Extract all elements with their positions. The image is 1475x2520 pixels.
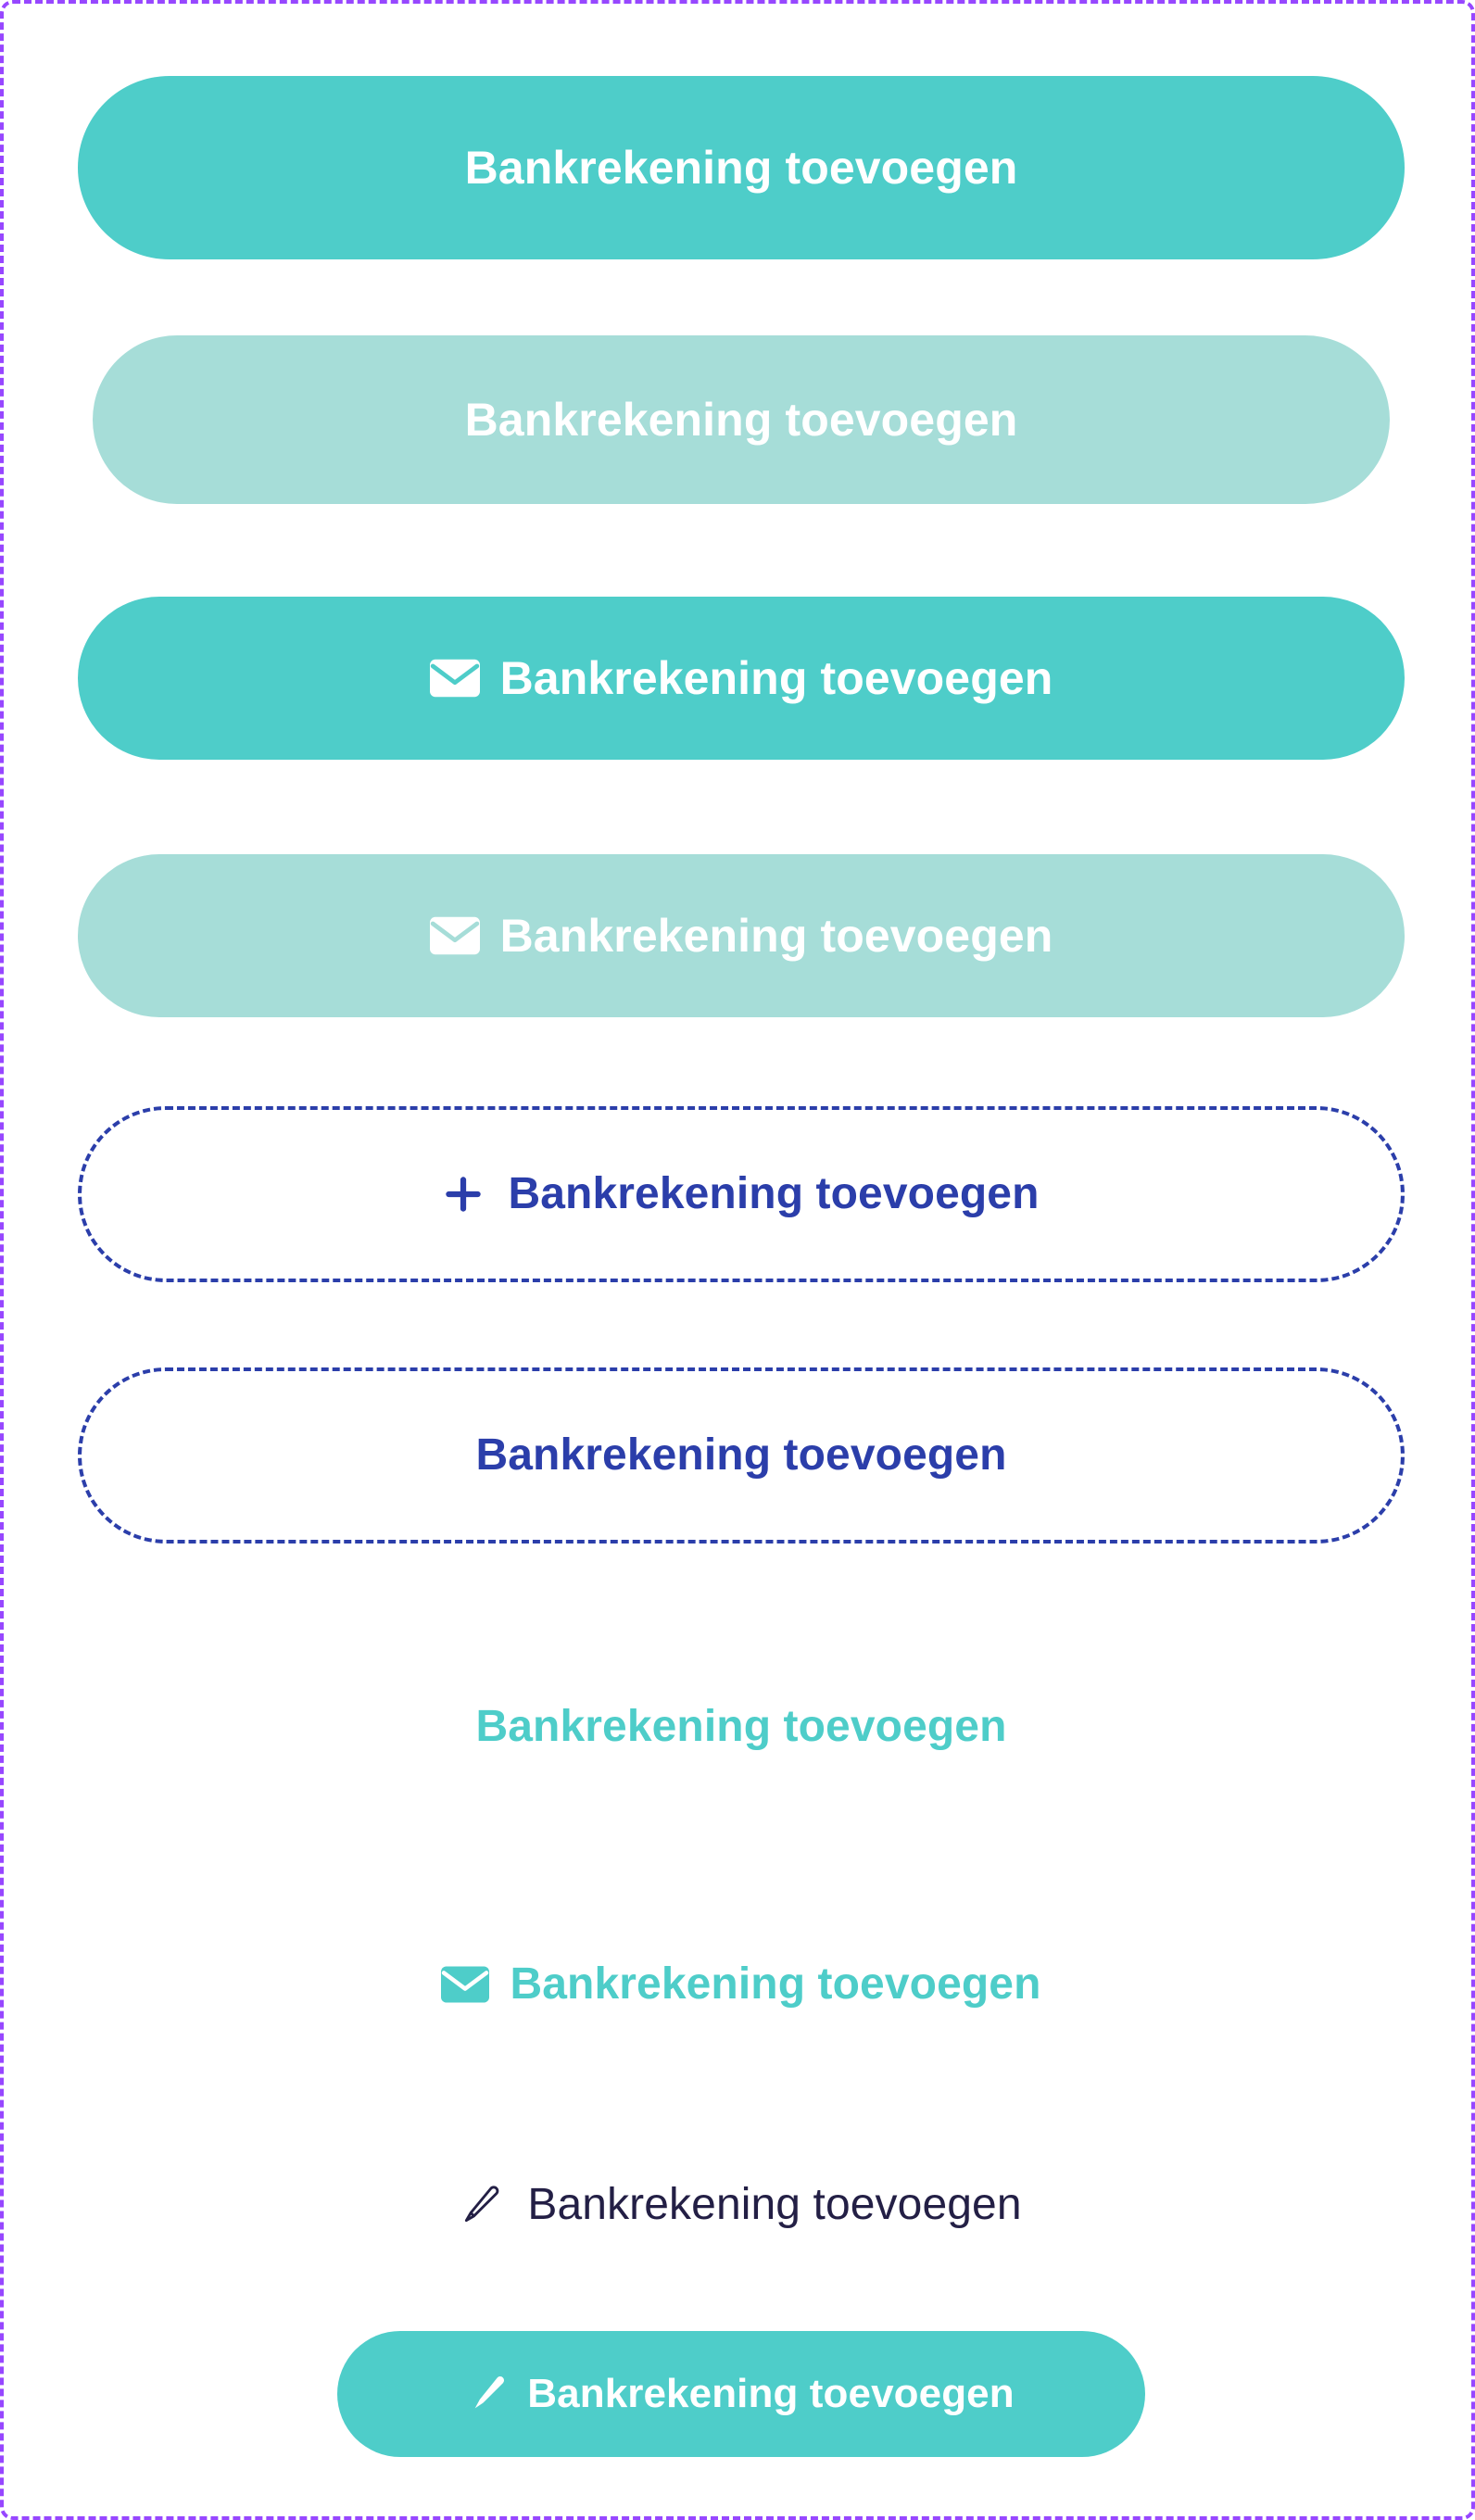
row-dashed-outline-plus: Bankrekening toevoegen	[78, 1106, 1405, 1282]
button-label: Bankrekening toevoegen	[508, 1169, 1040, 1218]
row-primary-disabled-envelope: Bankrekening toevoegen	[78, 854, 1405, 1017]
link-label: Bankrekening toevoegen	[510, 1959, 1041, 2009]
add-bank-account-button-disabled-envelope[interactable]: Bankrekening toevoegen	[78, 854, 1405, 1017]
row-primary-disabled: Bankrekening toevoegen	[93, 335, 1390, 504]
envelope-icon	[429, 916, 480, 955]
button-label: Bankrekening toevoegen	[499, 652, 1053, 704]
pencil-filled-icon	[468, 2374, 509, 2414]
add-bank-account-link-teal[interactable]: Bankrekening toevoegen	[475, 1682, 1006, 1771]
plus-icon	[443, 1174, 484, 1215]
row-small-solid-pencil: Bankrekening toevoegen	[337, 2331, 1145, 2457]
button-label: Bankrekening toevoegen	[527, 2371, 1015, 2416]
add-bank-account-link-navy-pencil[interactable]: Bankrekening toevoegen	[460, 2161, 1022, 2249]
row-text-link-teal-envelope: Bankrekening toevoegen	[4, 1940, 1475, 2029]
envelope-icon	[441, 1966, 490, 2003]
button-label: Bankrekening toevoegen	[464, 394, 1018, 446]
link-label: Bankrekening toevoegen	[527, 2180, 1022, 2229]
row-primary-solid-envelope: Bankrekening toevoegen	[78, 597, 1405, 760]
link-label: Bankrekening toevoegen	[475, 1702, 1007, 1751]
add-bank-account-button-solid[interactable]: Bankrekening toevoegen	[78, 76, 1405, 259]
add-bank-account-button-disabled[interactable]: Bankrekening toevoegen	[93, 335, 1390, 504]
row-primary-solid: Bankrekening toevoegen	[78, 76, 1405, 259]
button-label: Bankrekening toevoegen	[499, 910, 1053, 962]
button-label: Bankrekening toevoegen	[464, 142, 1018, 194]
add-bank-account-button-solid-envelope[interactable]: Bankrekening toevoegen	[78, 597, 1405, 760]
row-text-link-navy-pencil: Bankrekening toevoegen	[4, 2161, 1475, 2249]
row-dashed-outline: Bankrekening toevoegen	[78, 1367, 1405, 1544]
button-variant-stack: Bankrekening toevoegen Bankrekening toev…	[4, 4, 1471, 2516]
add-bank-account-link-teal-envelope[interactable]: Bankrekening toevoegen	[441, 1940, 1040, 2029]
row-text-link-teal: Bankrekening toevoegen	[4, 1682, 1475, 1771]
envelope-icon	[429, 659, 480, 698]
button-label: Bankrekening toevoegen	[475, 1430, 1007, 1480]
add-bank-account-button-dashed[interactable]: Bankrekening toevoegen	[78, 1367, 1405, 1544]
add-bank-account-button-dashed-plus[interactable]: Bankrekening toevoegen	[78, 1106, 1405, 1282]
add-bank-account-button-small-pencil[interactable]: Bankrekening toevoegen	[337, 2331, 1145, 2457]
pencil-outline-icon	[460, 2184, 503, 2226]
